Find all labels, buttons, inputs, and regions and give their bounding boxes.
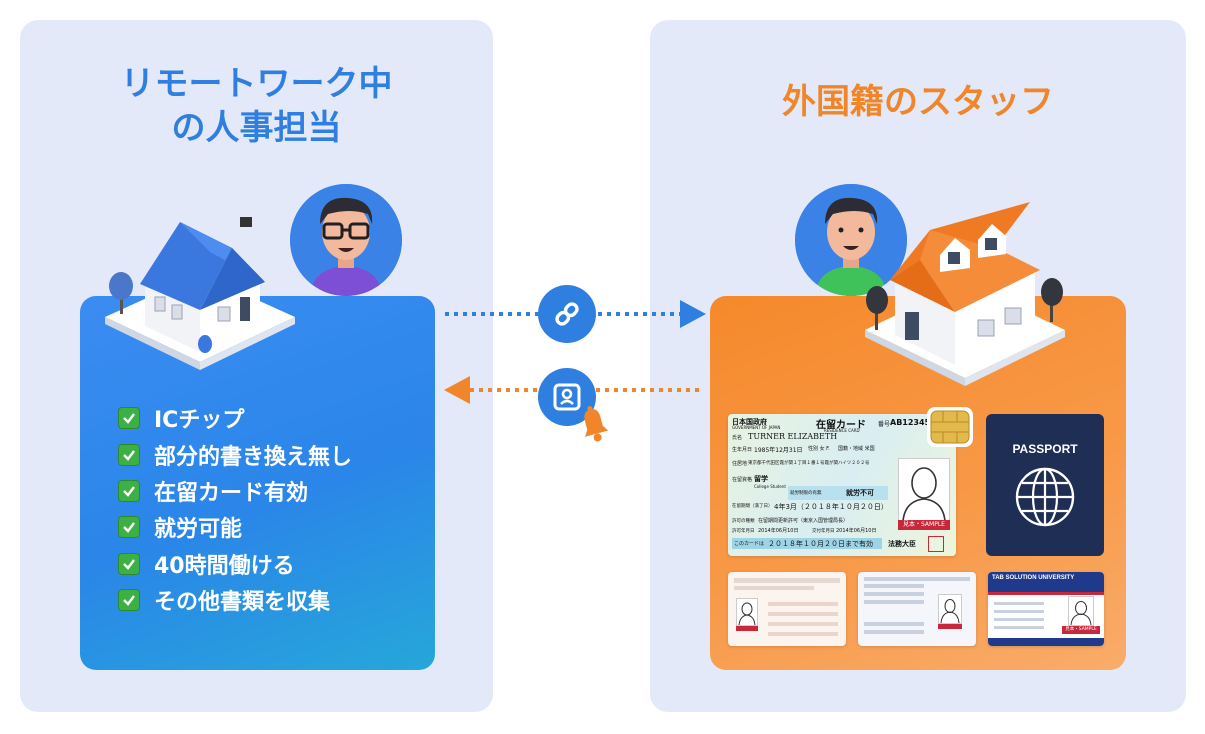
rc-card-name: 在留カード [816,420,866,431]
checklist-item-label: 部分的書き換え無し [154,444,353,470]
rc-work-band [788,486,888,500]
checkmark-icon [118,407,140,430]
rc-minister: 法務大臣 [888,540,916,548]
rc-delivery-label: 交付年月日 [812,529,835,534]
rc-name: TURNER ELIZABETH [748,432,838,441]
rc-address: 東京都千代田区霞が関１丁目１番１号霞が関ハイツ２０２号 [748,461,870,466]
staff-avatar [795,184,907,296]
bell-icon [584,406,609,442]
hr-panel-title: リモートワーク中 の人事担当 [20,62,493,150]
rc-work-label: 就労制限の有無 [790,491,822,496]
rc-number: AB12345 [890,418,931,427]
checklist-item-label: その他書類を収集 [154,590,331,616]
rc-country: 日本国政府 [732,418,767,426]
rc-number-label: 番号 [878,421,891,428]
person-photo [938,594,962,624]
checklist-item: 就労可能 [118,509,352,545]
man-icon [795,184,907,296]
university-sample-badge: 見本・SAMPLE [1062,626,1100,634]
small-document-1 [728,572,846,646]
rc-sample-badge: 見本・SAMPLE [898,520,950,530]
checkmark-icon [118,589,140,612]
checklist-item: ICチップ [118,400,352,436]
person-silhouette-icon [738,602,756,626]
checkmark-icon [118,552,140,575]
checkmark-icon [118,479,140,502]
rc-period-label: 在留期間（満了日） [732,504,773,509]
staff-panel-title: 外国籍のスタッフ [782,82,1054,122]
rc-name-label: 氏名 [732,435,743,441]
globe-icon [1015,467,1075,527]
ic-chip-icon [927,407,973,447]
rc-photo [898,458,950,522]
passport-document: PASSPORT [986,414,1104,556]
rc-permit: 在留期間更新許可（東京入国管理局長） [758,518,849,524]
checklist-item-label: 就労可能 [154,517,243,543]
rc-status-en: College Student [754,484,786,489]
rc-issue: 2014年06月10日 [758,528,799,534]
passport-label: PASSPORT [1012,442,1078,456]
rc-status-label: 在留資格 [732,477,753,483]
hr-panel-title-line1: リモートワーク中 [120,64,393,104]
rc-birth: 1985年12月31日 [754,447,803,454]
person-photo [736,598,758,626]
person-silhouette-icon [1070,601,1092,626]
person-photo [1068,596,1094,626]
hr-avatar [290,184,402,296]
checklist-item-label: 在留カード有効 [154,480,309,506]
rc-birth-label: 生年月日 [732,447,753,453]
link-icon [555,302,579,326]
rc-sex: 性別 女 F. [808,446,830,452]
rc-valid: ２０１８年１０月２０日まで有効 [768,540,873,548]
checklist-item: 40時間働ける [118,546,352,582]
rc-work: 就労不可 [846,489,874,497]
seal-stamp [928,536,944,552]
link-button[interactable] [538,285,596,343]
rc-delivery: 2014年06月10日 [836,528,877,534]
checklist-item: その他書類を収集 [118,582,352,618]
id-card-icon [553,383,581,411]
rc-valid-label: このカードは [734,541,765,547]
man-with-glasses-icon [290,184,402,296]
checklist-item-label: 40時間働ける [154,553,295,579]
rc-card-name-en: RESIDENCE CARD [824,428,860,433]
checklist-item: 部分的書き換え無し [118,436,352,472]
rc-nationality: 国籍・地域 米国 [838,446,875,452]
rc-permit-label: 許可の種類 [732,519,755,524]
verification-checklist: ICチップ 部分的書き換え無し 在留カード有効 就労可能 40時間働ける その他… [118,400,352,618]
small-document-2 [858,572,976,646]
hr-panel-title-line2: の人事担当 [171,108,342,148]
university-name: TAB SOLUTION UNIVERSITY [992,575,1075,581]
house-icon [865,202,1065,386]
checklist-item: 在留カード有効 [118,473,352,509]
checkmark-icon [118,516,140,539]
house-icon [105,217,295,370]
residence-card: 日本国政府 GOVERNMENT OF JAPAN 在留カード RESIDENC… [728,414,956,556]
checklist-item-label: ICチップ [154,408,245,434]
rc-country-en: GOVERNMENT OF JAPAN [732,425,781,430]
checkmark-icon [118,443,140,466]
rc-status: 留学 [754,475,768,483]
rc-valid-band [732,538,882,549]
rc-issue-label: 許可年月日 [732,529,755,534]
rc-period: 4年3月（２０１８年１０月２０日） [774,503,888,511]
person-silhouette-icon [902,467,946,522]
university-card: TAB SOLUTION UNIVERSITY 見本・SAMPLE [988,572,1104,646]
person-silhouette-icon [940,599,960,624]
rc-address-label: 住居地 [732,461,748,467]
arrow-right-icon [680,300,706,328]
arrow-left-icon [444,376,470,404]
